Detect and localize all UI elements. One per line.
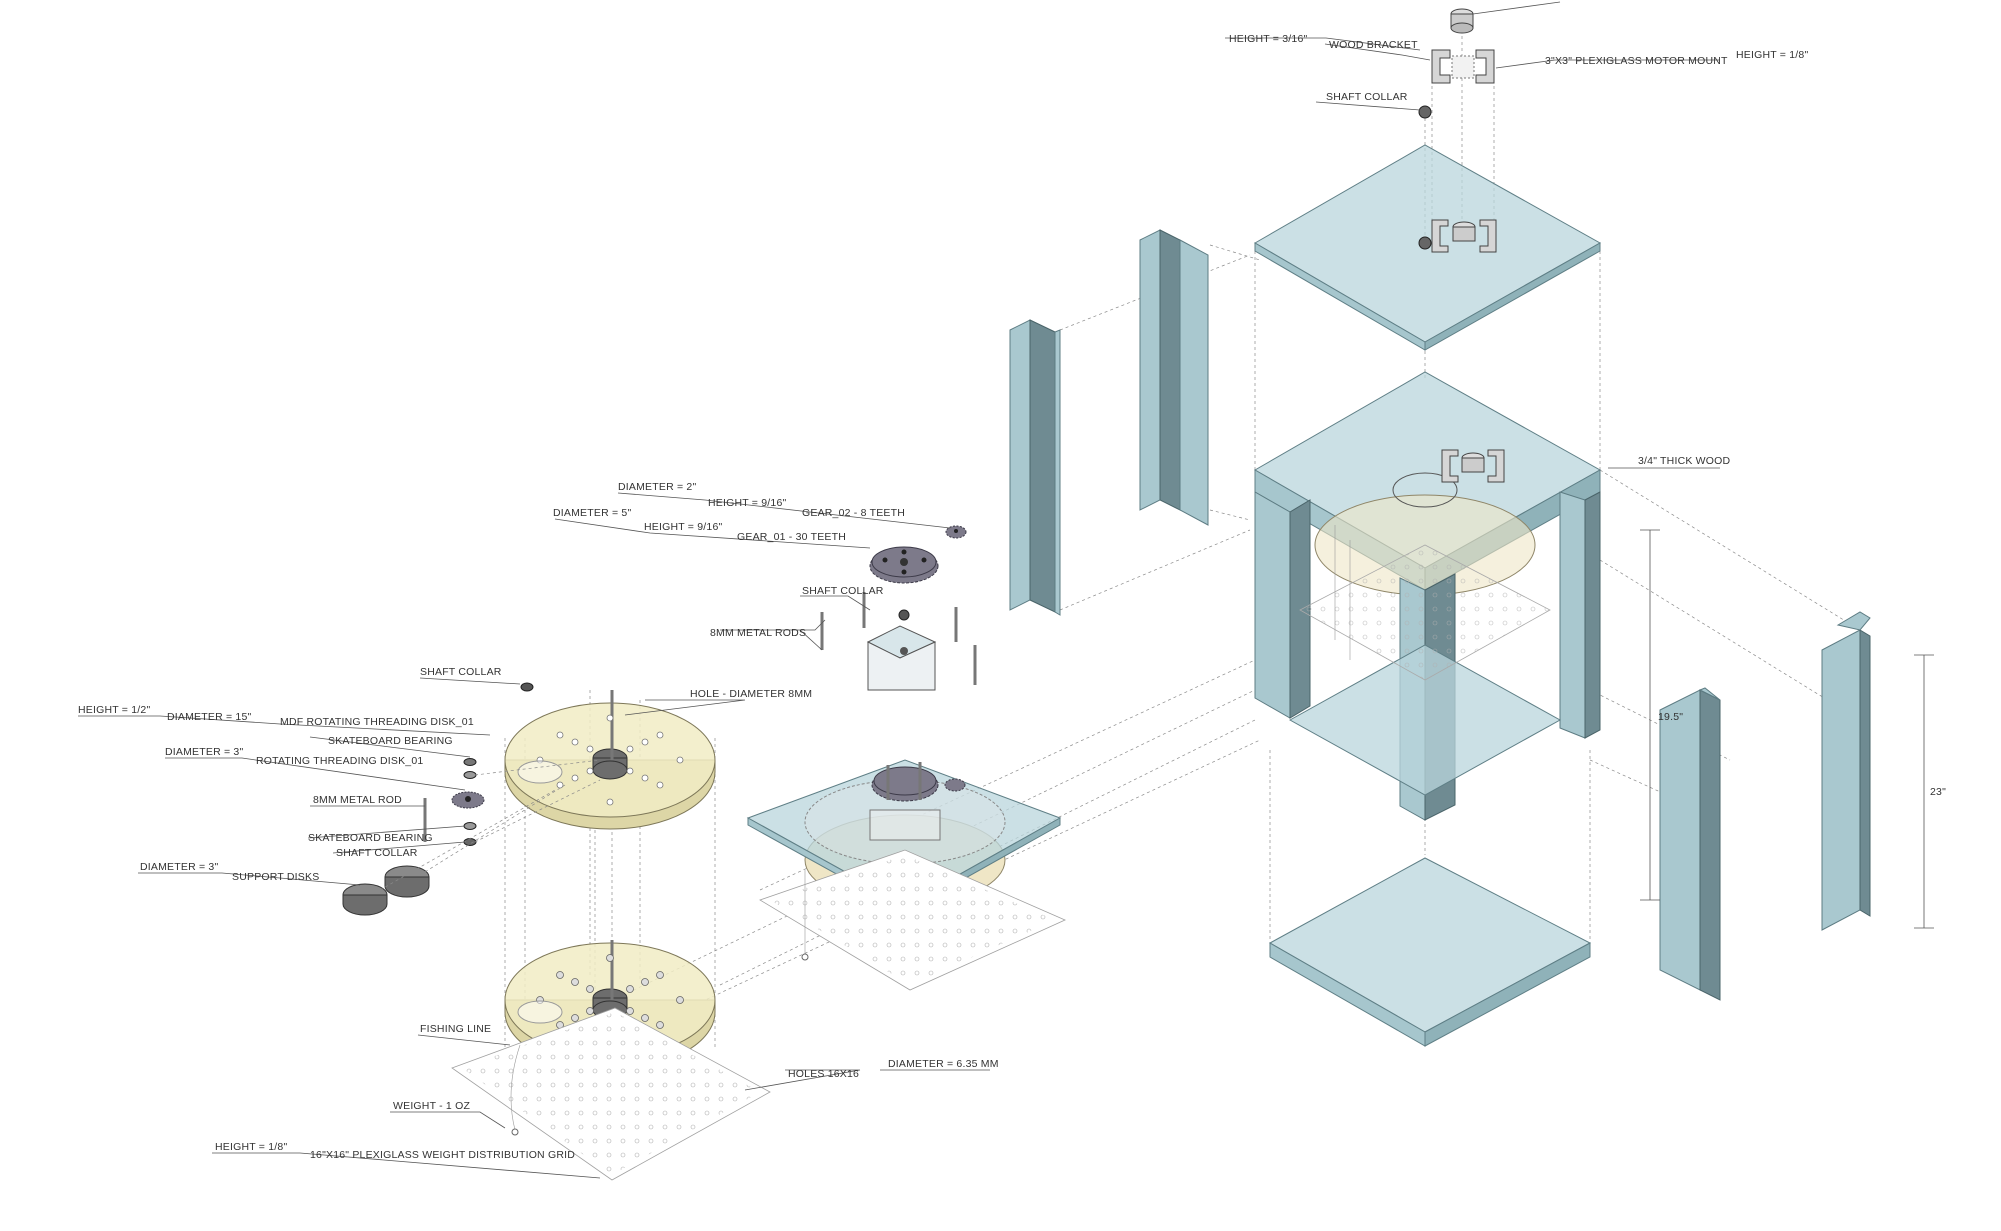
- label-diameter-2: DIAMETER = 2": [618, 481, 696, 493]
- label-support-disks: SUPPORT DISKS: [232, 871, 319, 883]
- label-mdf-disk: MDF ROTATING THREADING DISK_01: [280, 716, 474, 728]
- gear-01-30-teeth: [869, 546, 939, 584]
- shaft-collar-top: [1418, 105, 1432, 119]
- label-fishing-line: FISHING LINE: [420, 1023, 491, 1035]
- label-shaft-collar-left: SHAFT COLLAR: [420, 666, 502, 678]
- label-shaft-collar-top: SHAFT COLLAR: [1326, 91, 1408, 103]
- frame-box: [1253, 371, 1602, 821]
- label-motor-mount: 3"X3" PLEXIGLASS MOTOR MOUNT: [1545, 55, 1728, 67]
- dim-23-label: 23": [1930, 786, 1946, 798]
- label-skate-bearing-2: SKATEBOARD BEARING: [308, 832, 433, 844]
- label-diameter-mm: DIAMETER = 6.35 MM: [888, 1058, 999, 1070]
- motor: [1450, 1, 1561, 34]
- dimension-23: 23": [1914, 654, 1946, 929]
- small-parts: [342, 758, 601, 916]
- mdf-rotating-threading-disk-upper: [504, 690, 716, 830]
- label-gear-02: GEAR_02 - 8 TEETH: [802, 507, 905, 519]
- gear-assembly: [746, 525, 1066, 991]
- label-height-1-8-top: HEIGHT = 1/8": [1736, 49, 1808, 61]
- metal-rods-and-block: [820, 592, 977, 691]
- label-weight: WEIGHT - 1 OZ: [393, 1100, 470, 1112]
- label-metal-rod: 8MM METAL ROD: [313, 794, 402, 806]
- dim-19-5-label: 19.5": [1658, 711, 1683, 723]
- label-shaft-collar-low: SHAFT COLLAR: [336, 847, 418, 859]
- label-wood-bracket: WOOD BRACKET: [1329, 39, 1418, 51]
- labels: HEIGHT = 3/16" WOOD BRACKET 3"X3" PLEXIG…: [78, 33, 1808, 1161]
- label-skate-bearing-1: SKATEBOARD BEARING: [328, 735, 453, 747]
- bottom-plate: [1268, 857, 1592, 1047]
- motor-mount-bracket: [1431, 49, 1495, 84]
- label-rot-disk: ROTATING THREADING DISK_01: [256, 755, 423, 767]
- label-diameter-3-a: DIAMETER = 3": [165, 746, 243, 758]
- label-height-9-16-b: HEIGHT = 9/16": [644, 521, 722, 533]
- side-panel-left-back: [1139, 229, 1209, 526]
- top-plate: [1254, 144, 1602, 351]
- label-grid: 16"X16" PLEXIGLASS WEIGHT DISTRIBUTION G…: [310, 1149, 575, 1161]
- label-diameter-15: DIAMETER = 15": [167, 711, 251, 723]
- disk-assembly: [342, 682, 771, 1181]
- label-height-3-16: HEIGHT = 3/16": [1229, 33, 1307, 45]
- label-gear-01: GEAR_01 - 30 TEETH: [737, 531, 846, 543]
- frame-assembly: 19.5" 23": [519, 1, 1946, 1047]
- side-panel-right-front: [1659, 687, 1721, 1001]
- label-height-1-8-grid: HEIGHT = 1/8": [215, 1141, 287, 1153]
- label-diameter-5: DIAMETER = 5": [553, 507, 631, 519]
- dimension-19-5: 19.5": [1640, 529, 1683, 901]
- side-panel-right-back: [1821, 611, 1871, 931]
- label-shaft-collar-mid: SHAFT COLLAR: [802, 585, 884, 597]
- label-hole-diameter: HOLE - DIAMETER 8MM: [690, 688, 812, 700]
- shaft-collar-disk-top: [520, 682, 534, 692]
- label-height-9-16-a: HEIGHT = 9/16": [708, 497, 786, 509]
- gear-02-8-teeth: [945, 525, 967, 539]
- label-metal-rods: 8MM METAL RODS: [710, 627, 806, 639]
- weight-distribution-grid: [451, 1007, 771, 1181]
- label-thick-wood: 3/4" THICK WOOD: [1638, 455, 1731, 467]
- mid-weight-grid: [759, 849, 1066, 991]
- leader-lines: [78, 37, 1720, 1179]
- side-panel-left-front: [1009, 319, 1061, 616]
- label-height-1-2: HEIGHT = 1/2": [78, 704, 150, 716]
- label-diameter-3-b: DIAMETER = 3": [140, 861, 218, 873]
- label-holes: HOLES 16X16: [788, 1068, 859, 1080]
